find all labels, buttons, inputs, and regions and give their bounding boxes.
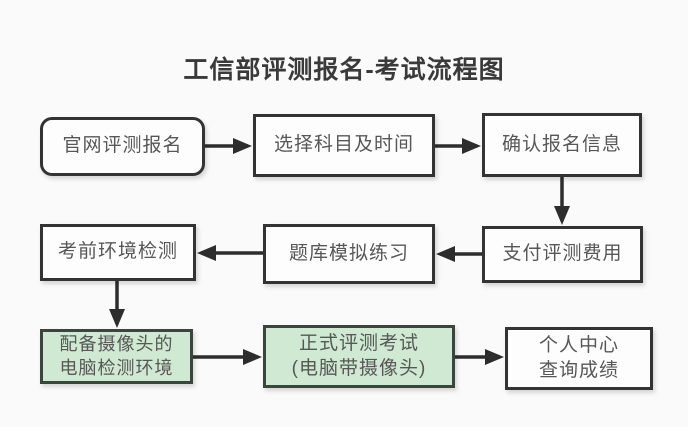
node-label-line1: 正式评测考试 <box>298 333 419 355</box>
flow-node-personal-center-results: 个人中心 查询成绩 <box>505 327 653 390</box>
page-title: 工信部评测报名-考试流程图 <box>183 56 505 84</box>
flow-node-website-registration: 官网评测报名 <box>40 117 205 176</box>
node-label-line2: 电脑检测环境 <box>59 357 174 378</box>
node-label-line2: 查询成绩 <box>538 359 619 381</box>
flow-node-official-evaluation-exam: 正式评测考试 (电脑带摄像头) <box>263 325 455 388</box>
node-label-line1: 个人中心 <box>538 335 619 357</box>
flow-node-select-subject-time: 选择科目及时间 <box>253 114 435 177</box>
node-label-line1: 配备摄像头的 <box>59 334 174 355</box>
flow-node-question-bank-practice: 题库模拟练习 <box>263 224 435 284</box>
node-label-line2: (电脑带摄像头) <box>291 357 427 379</box>
flow-node-confirm-registration-info: 确认报名信息 <box>482 113 642 177</box>
flow-node-camera-computer-check: 配备摄像头的 电脑检测环境 <box>40 329 193 384</box>
node-label: 题库模拟练习 <box>288 242 409 264</box>
node-label: 选择科目及时间 <box>273 134 414 156</box>
node-label: 考前环境检测 <box>57 241 178 263</box>
node-label: 确认报名信息 <box>501 133 622 155</box>
flow-node-pay-evaluation-fee: 支付评测费用 <box>482 226 643 283</box>
node-label: 支付评测费用 <box>502 243 623 265</box>
flow-node-pre-exam-environment-check: 考前环境检测 <box>40 224 196 281</box>
node-label: 官网评测报名 <box>62 135 183 157</box>
